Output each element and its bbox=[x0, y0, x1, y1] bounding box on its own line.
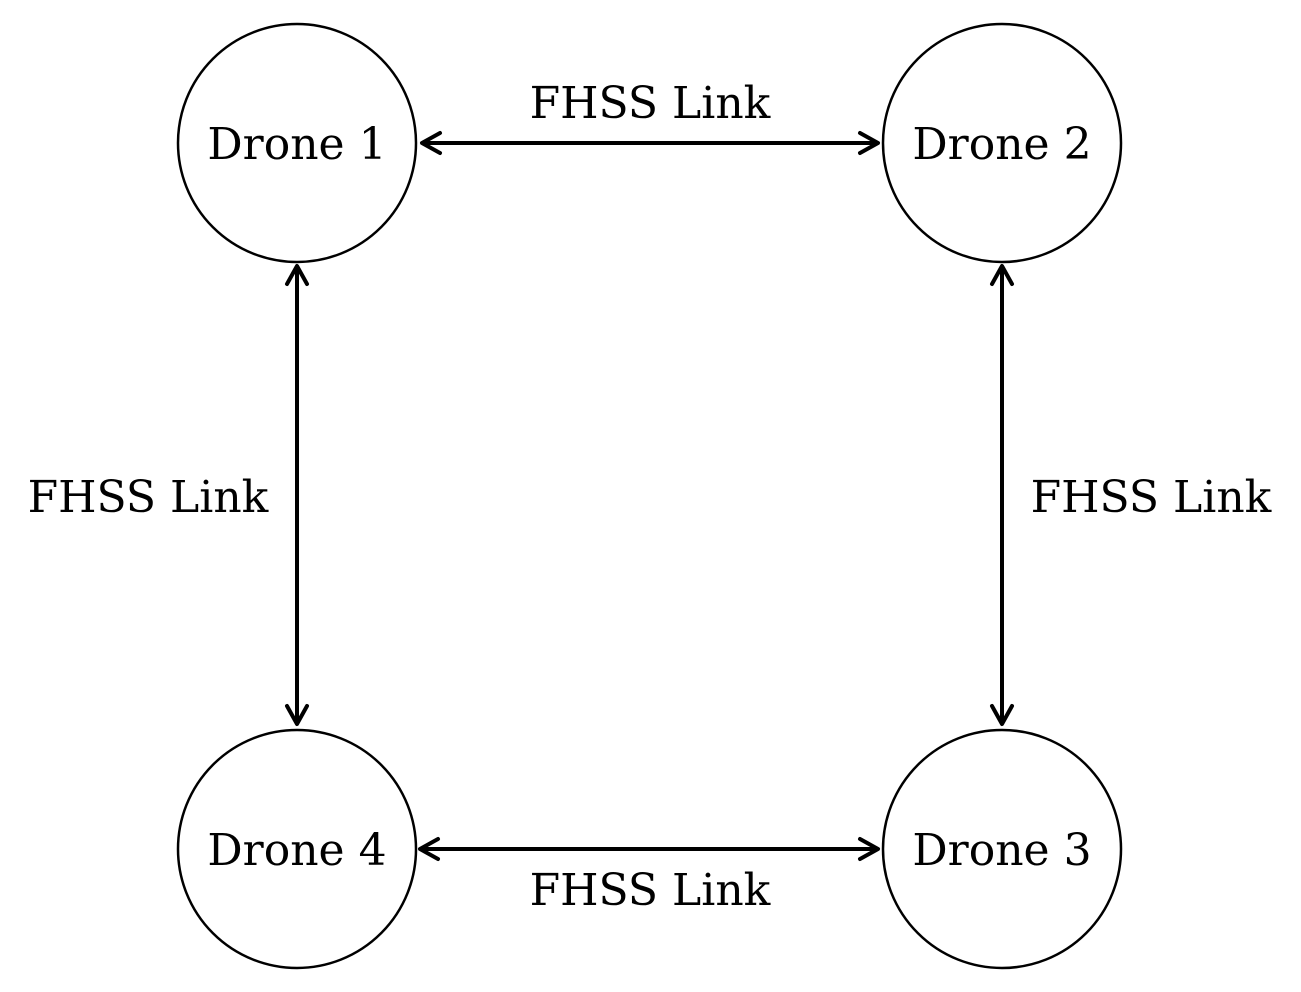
link-label-left: FHSS Link bbox=[28, 472, 269, 523]
link-drone4-drone1: FHSS Link bbox=[28, 264, 309, 726]
link-label-top: FHSS Link bbox=[530, 78, 771, 129]
node-drone-4: Drone 4 bbox=[176, 728, 418, 970]
link-drone1-drone2: FHSS Link bbox=[420, 78, 880, 155]
link-label-right: FHSS Link bbox=[1031, 472, 1272, 523]
node-drone-1: Drone 1 bbox=[176, 22, 418, 264]
node-label: Drone 1 bbox=[207, 119, 386, 170]
arrow-head-left bbox=[420, 131, 442, 155]
arrow-head-up bbox=[285, 264, 309, 286]
node-label: Drone 3 bbox=[912, 825, 1091, 876]
arrow-head-up bbox=[990, 264, 1014, 286]
node-drone-3: Drone 3 bbox=[881, 728, 1123, 970]
link-label-bottom: FHSS Link bbox=[530, 865, 771, 916]
node-drone-2: Drone 2 bbox=[881, 22, 1123, 264]
arrow-head-right bbox=[858, 131, 880, 155]
arrow-head-down bbox=[990, 704, 1014, 726]
arrow-head-left bbox=[418, 837, 440, 861]
arrow-head-right bbox=[858, 837, 880, 861]
node-label: Drone 4 bbox=[207, 825, 386, 876]
arrow-head-down bbox=[285, 704, 309, 726]
link-drone3-drone4: FHSS Link bbox=[418, 837, 880, 916]
link-drone2-drone3: FHSS Link bbox=[990, 264, 1272, 726]
node-label: Drone 2 bbox=[912, 119, 1091, 170]
